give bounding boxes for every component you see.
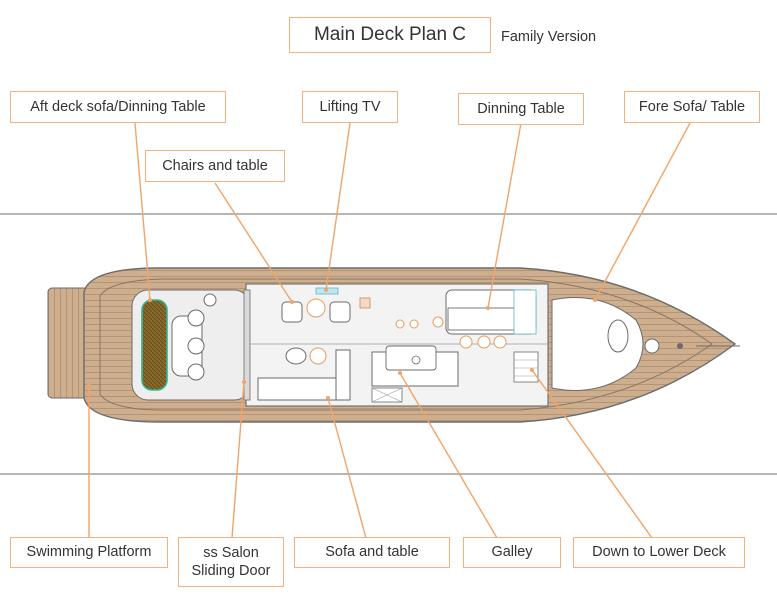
label-down-lower-deck: Down to Lower Deck xyxy=(573,537,745,568)
label-salon-sliding-door: ss Salon Sliding Door xyxy=(178,537,284,587)
leader-lines xyxy=(88,122,691,539)
sliding-door-shape xyxy=(243,289,251,401)
label-lifting-tv: Lifting TV xyxy=(302,91,398,123)
label-dinning-table: Dinning Table xyxy=(458,93,584,125)
stairs-shape xyxy=(513,351,539,383)
page-title-text: Main Deck Plan C xyxy=(313,24,467,46)
leader-dots xyxy=(87,288,597,400)
label-fore-sofa: Fore Sofa/ Table xyxy=(624,91,760,123)
label-aft-deck-sofa: Aft deck sofa/Dinning Table xyxy=(10,91,226,123)
label-chairs-table: Chairs and table xyxy=(145,150,285,182)
page-subtitle: Family Version xyxy=(501,29,597,45)
label-galley: Galley xyxy=(463,537,561,568)
aft-sofa xyxy=(141,299,168,391)
page-title: Main Deck Plan C xyxy=(289,17,491,53)
label-swimming-platform: Swimming Platform xyxy=(10,537,168,568)
hull-inner-line xyxy=(99,278,713,411)
label-sofa-table: Sofa and table xyxy=(294,537,450,568)
